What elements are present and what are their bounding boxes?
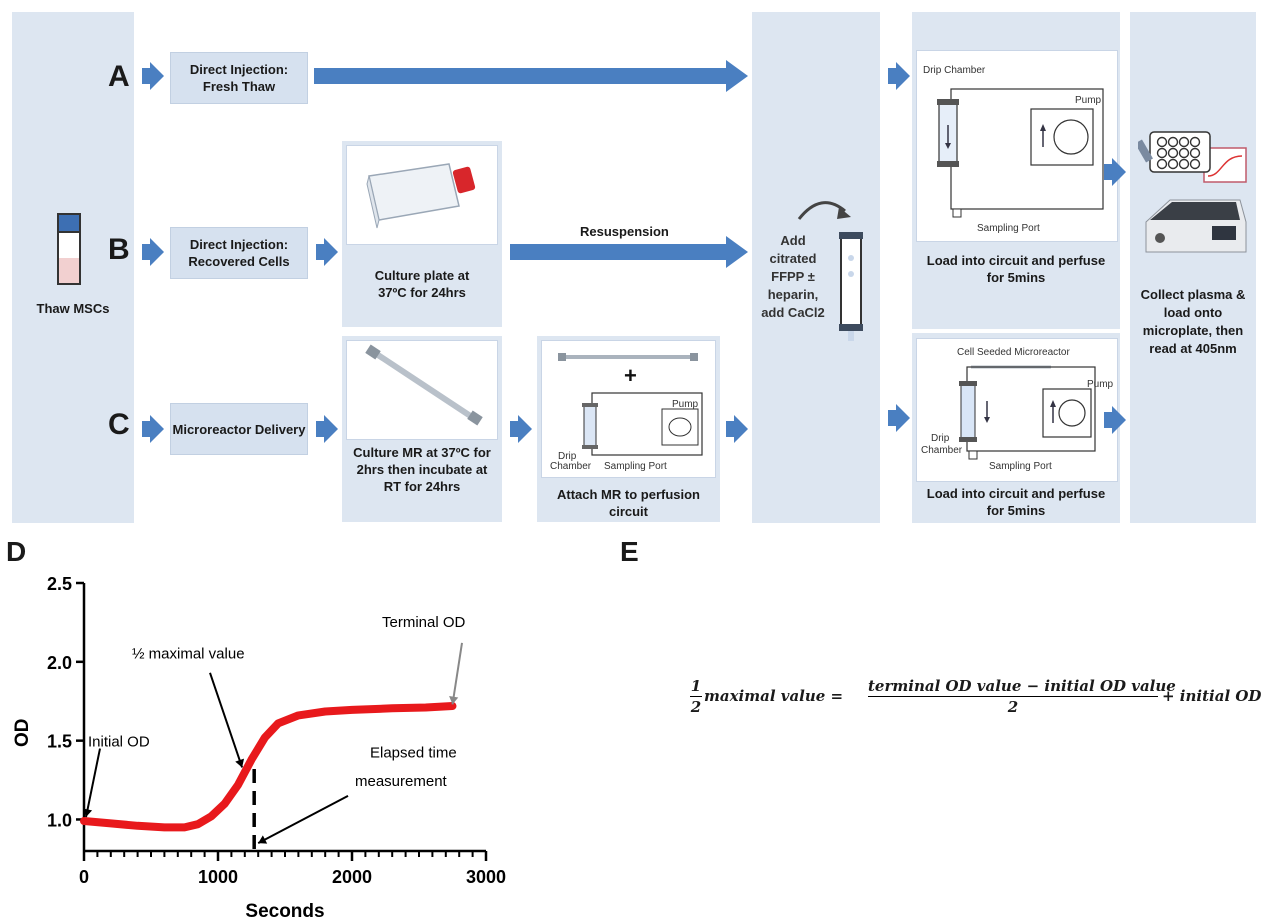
sampling-port-label-bottom: Sampling Port [989, 461, 1052, 472]
formula-denominator: 2 [1007, 698, 1019, 716]
annotation-half-maximal: ½ maximal value [132, 645, 245, 662]
add-ffpp-text: Add citrated FFPP ± heparin, add CaCl2 [761, 233, 825, 320]
attach-mr-caption: Attach MR to perfusion circuit [557, 487, 700, 519]
culture-mr-caption: Culture MR at 37ºC for 2hrs then incubat… [353, 445, 491, 494]
pump-label: Pump [672, 399, 699, 410]
drip-label: Drip [558, 451, 577, 462]
collect-caption: Collect plasma & load onto microplate, t… [1140, 287, 1246, 356]
microplate-icon [1138, 131, 1247, 183]
annotation-elapsed-line1: Elapsed time [370, 745, 457, 762]
flask-icon [366, 163, 476, 229]
x-tick-label: 3000 [466, 867, 506, 887]
vial-icon [57, 213, 81, 285]
y-axis-label: OD [12, 719, 33, 748]
syringe-column-icon [839, 232, 863, 341]
arrow-to-collect-top [1104, 158, 1126, 186]
thaw-label: Thaw MSCs [36, 301, 110, 316]
microreactor-icon [365, 344, 483, 426]
microreactor-circuit-icon: Cell Seeded Microreactor Pump Drip Chamb… [921, 347, 1114, 472]
workflow-arrows [142, 60, 1126, 443]
arrow-c3 [510, 415, 532, 443]
formula-main-fraction: terminal OD value − initial OD value 2 [868, 676, 1176, 717]
arrow-terminal-od-line [451, 642, 463, 705]
culture-mr-step: Culture MR at 37ºC for 2hrs then incubat… [342, 336, 502, 522]
drip-label-bottom: Drip [931, 433, 950, 444]
arrow-initial-od-line [85, 748, 101, 818]
step-a-direct-injection: Direct Injection: Fresh Thaw [170, 52, 308, 104]
annotation-initial-od: Initial OD [88, 734, 150, 751]
arrow-initial-od-head [82, 808, 93, 818]
drip-pump-circuit-icon: Drip Chamber Pump Sampling Port [923, 65, 1104, 234]
microreactor-image [346, 340, 498, 440]
collect-column [1130, 12, 1256, 523]
bottom-circuit-image: Cell Seeded Microreactor Pump Drip Chamb… [916, 338, 1118, 482]
arrow-b-resuspend [510, 236, 748, 268]
arrow-a-long [314, 60, 748, 92]
panel-label-d: D [6, 536, 27, 567]
perfusion-circuit-icon: + Pump Drip Chamber Sampling Port [550, 353, 703, 472]
arrow-c1 [142, 415, 164, 443]
pump-label-top: Pump [1075, 95, 1102, 106]
annotation-terminal-od: Terminal OD [382, 614, 466, 631]
chamber-label: Chamber [550, 461, 592, 472]
attach-mr-step: + Pump Drip Chamber Sampling Port Attach… [537, 336, 720, 522]
arrow-elapsed-time-head [258, 835, 268, 844]
arrow-a1 [142, 62, 164, 90]
panel-label-e: E [620, 536, 639, 567]
arrow-terminal-od-head [449, 696, 459, 705]
row-label-a: A [108, 60, 130, 93]
formula-numerator: terminal OD value − initial OD value [868, 677, 1176, 697]
load-bottom-caption: Load into circuit and perfuse for 5mins [926, 486, 1106, 518]
y-tick-label: 2.5 [47, 574, 72, 594]
x-axis-label: Seconds [245, 901, 324, 922]
arrow-half-maximal-head [235, 758, 245, 768]
arrow-c-circuit [888, 404, 910, 432]
step-c-microreactor: Microreactor Delivery [170, 403, 308, 455]
pump-label-bottom: Pump [1087, 379, 1114, 390]
sampling-port-label: Sampling Port [604, 461, 667, 472]
formula-tail: + initial OD [1162, 687, 1262, 705]
arrow-half-maximal-line [209, 672, 244, 768]
y-tick-label: 2.0 [47, 653, 72, 673]
load-top-caption: Load into circuit and perfuse for 5mins [926, 253, 1106, 285]
cell-seeded-label: Cell Seeded Microreactor [957, 347, 1070, 358]
formula-half-den: 2 [690, 698, 702, 716]
arrow-b2 [316, 238, 338, 266]
row-label-c: C [108, 408, 130, 441]
step-b-direct-injection: Direct Injection: Recovered Cells [170, 227, 308, 279]
chamber-label-bottom: Chamber [921, 445, 963, 456]
arrow-a-circuit [888, 62, 910, 90]
arrow-to-collect-bottom [1104, 406, 1126, 434]
attach-circuit-image: + Pump Drip Chamber Sampling Port [541, 340, 716, 478]
formula-half-num: 1 [690, 677, 702, 697]
row-label-b: B [108, 233, 130, 266]
arrow-c4 [726, 415, 748, 443]
y-tick-label: 1.5 [47, 732, 72, 752]
arrow-b1 [142, 238, 164, 266]
x-tick-label: 2000 [332, 867, 372, 887]
arrow-elapsed-time-line [257, 794, 349, 845]
annotation-elapsed-line2: measurement [355, 773, 448, 790]
spectrophotometer-icon [1145, 199, 1247, 253]
x-tick-label: 0 [79, 867, 89, 887]
culture-plate-caption: Culture plate at 37ºC for 24hrs [374, 268, 470, 300]
top-circuit-image: Drip Chamber Pump Sampling Port [916, 50, 1118, 242]
od-curve [80, 702, 457, 832]
drip-chamber-label: Drip Chamber [923, 65, 986, 76]
sampling-port-label-top: Sampling Port [977, 223, 1040, 234]
culture-flask-image [346, 145, 498, 245]
x-tick-label: 1000 [198, 867, 238, 887]
curved-arrow-icon [797, 201, 851, 220]
half-maximal-formula: 1 2 maximal value = terminal OD value − … [690, 676, 1261, 736]
formula-lhs: maximal value = [704, 687, 844, 705]
plus-sign: + [624, 363, 637, 388]
arrow-c2 [316, 415, 338, 443]
culture-plate-step: Culture plate at 37ºC for 24hrs [342, 141, 502, 327]
y-tick-label: 1.0 [47, 810, 72, 830]
resuspension-label: Resuspension [580, 224, 669, 239]
formula-fraction: 1 2 [690, 676, 702, 717]
